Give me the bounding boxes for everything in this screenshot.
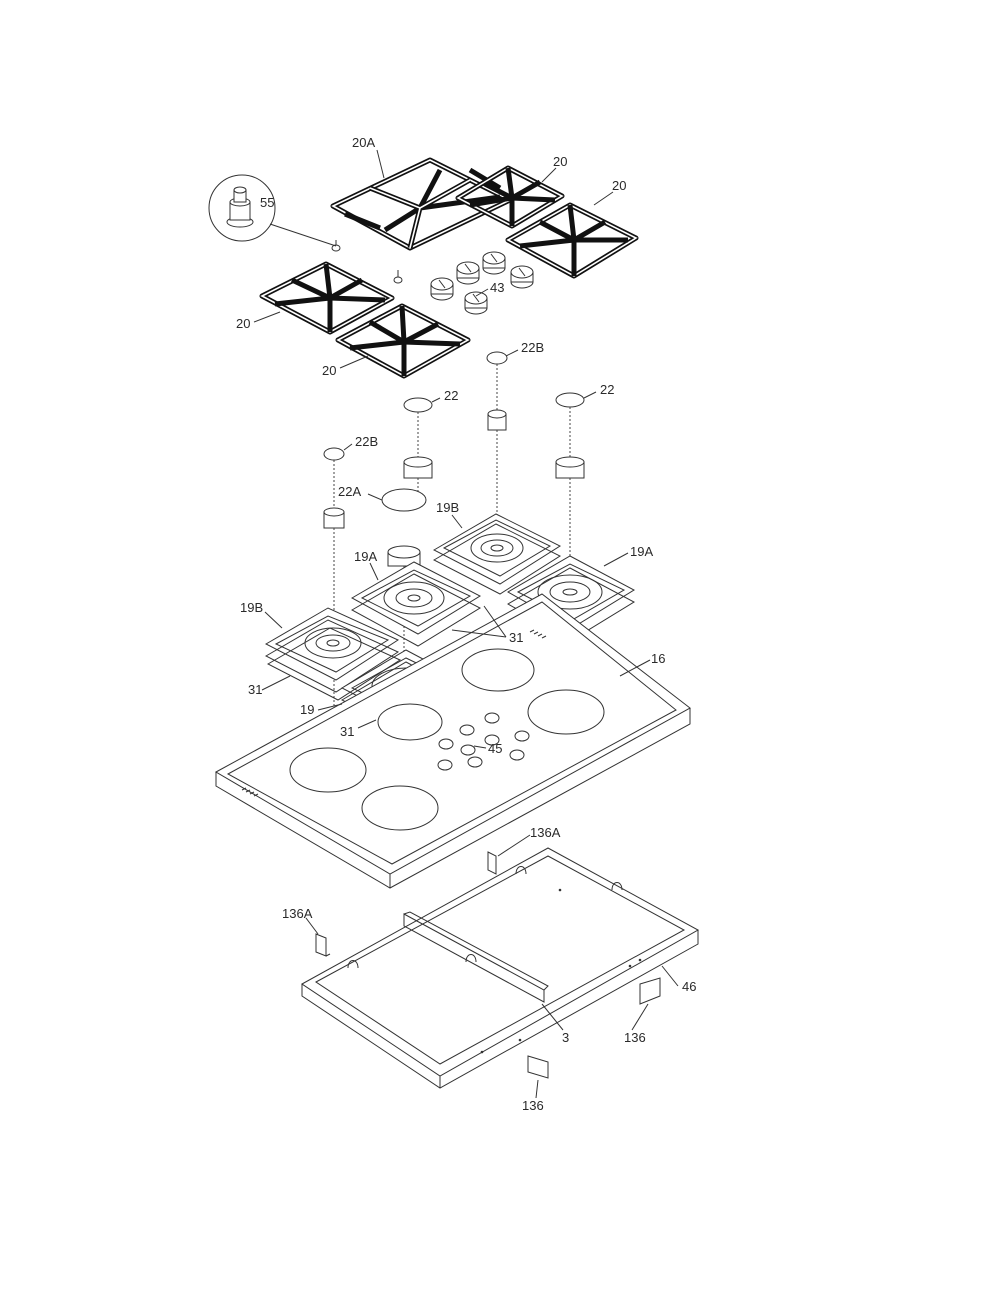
burner-19B-left (264, 607, 400, 693)
callout-55: 55 (260, 195, 274, 210)
callout-20-top-1: 20 (553, 154, 567, 169)
callout-20-left-2: 20 (322, 363, 336, 378)
callout-labels: 20A 20 20 55 43 20 20 22B 22 22 22B 22A … (236, 135, 696, 1113)
grate-20-left-1 (259, 261, 395, 335)
callout-136-bottom: 136 (522, 1098, 544, 1113)
cooktop-16 (214, 593, 691, 889)
burner-19B-right (432, 513, 562, 595)
control-knobs-43 (430, 251, 534, 315)
callout-3: 3 (562, 1030, 569, 1045)
callout-31-left: 31 (248, 682, 262, 697)
brackets (315, 851, 661, 1079)
callout-136A-left: 136A (282, 906, 313, 921)
callout-19B-right: 19B (436, 500, 459, 515)
callout-46: 46 (682, 979, 696, 994)
callout-22B-left: 22B (355, 434, 378, 449)
callout-43: 43 (490, 280, 504, 295)
callout-20A: 20A (352, 135, 375, 150)
callout-20-left-1: 20 (236, 316, 250, 331)
vent-slots (241, 629, 547, 797)
callout-22A: 22A (338, 484, 361, 499)
grate-assembly (208, 157, 639, 379)
grate-20-top-1 (455, 165, 565, 229)
callout-136A-top: 136A (530, 825, 561, 840)
callout-22-center: 22 (444, 388, 458, 403)
callout-16: 16 (651, 651, 665, 666)
burner-19A-center (350, 561, 482, 647)
grate-20-left-2 (335, 303, 471, 379)
callout-20-top-2: 20 (612, 178, 626, 193)
callout-136-right: 136 (624, 1030, 646, 1045)
detail-55-bumper (208, 174, 337, 247)
callout-31-right: 31 (509, 630, 523, 645)
callout-22-right: 22 (600, 382, 614, 397)
callout-45: 45 (488, 741, 502, 756)
callout-19B-left: 19B (240, 600, 263, 615)
burner-box-46 (301, 847, 700, 1089)
grate-20-top-2 (505, 202, 639, 279)
callout-31-front: 31 (340, 724, 354, 739)
callout-22B-right: 22B (521, 340, 544, 355)
callout-19A-right: 19A (630, 544, 653, 559)
callout-19: 19 (300, 702, 314, 717)
leader-lines (253, 149, 679, 1099)
callout-19A-center: 19A (354, 549, 377, 564)
